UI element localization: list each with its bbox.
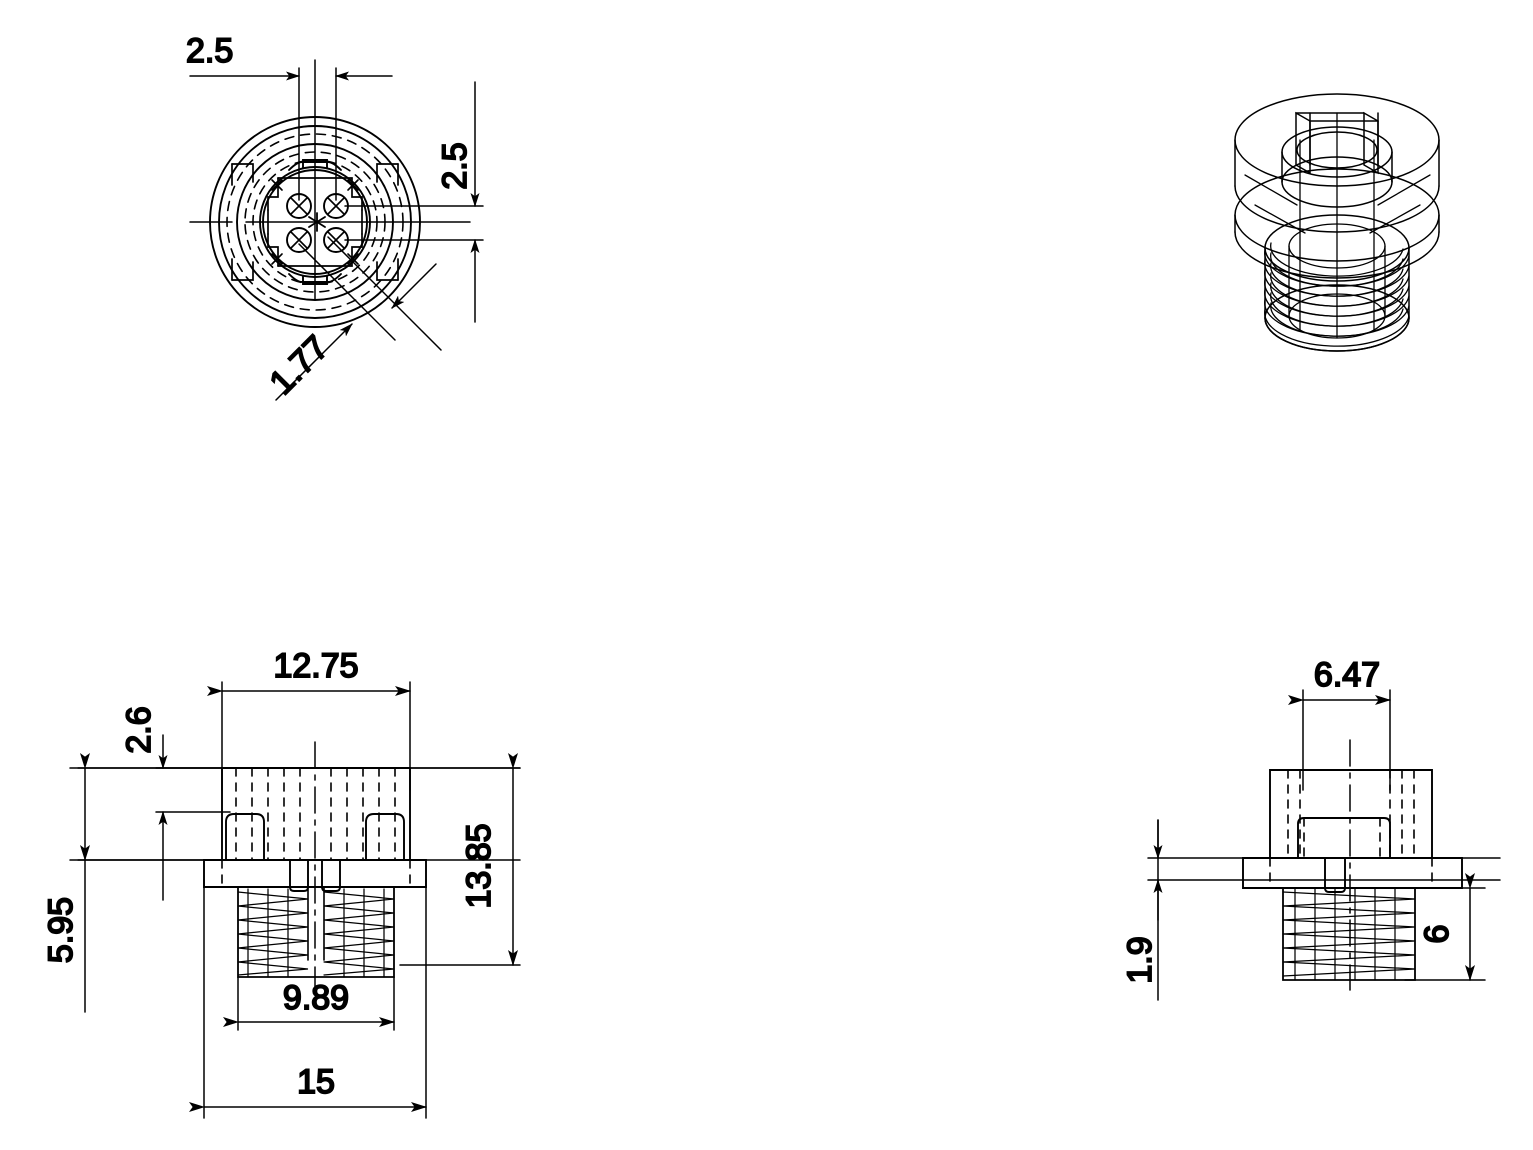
dim-body-depth-label: 6.47 (1314, 656, 1380, 694)
dim-body-depth (1288, 689, 1391, 791)
dim-flange-width-label: 15 (297, 1063, 335, 1101)
end-view-flange-hidden (1242, 857, 1463, 889)
dim-thread-diameter (223, 976, 395, 1031)
front-view-outer-circles (209, 116, 421, 328)
side-view: 12.75 2.6 5.95 13.85 9 (41, 646, 521, 1119)
end-view-step-hidden (1303, 817, 1381, 859)
side-view-shoulder-tabs (225, 813, 405, 861)
dim-pin-pitch-vertical-label: 2.5 (436, 142, 474, 189)
end-view: 6.47 1.9 6 (1120, 655, 1501, 1001)
dim-pin-diameter-label: 1.77 (262, 328, 336, 402)
dim-overall-height (399, 753, 521, 966)
end-view-step (1297, 817, 1391, 859)
dim-total-height-left (77, 753, 231, 1013)
dim-flange-offset-label: 2.6 (120, 706, 158, 753)
side-view-body-hidden-lines (221, 767, 411, 861)
dim-total-height-left-label: 5.95 (42, 897, 80, 963)
end-view-datum-axes (1147, 857, 1501, 881)
dim-flange-width (189, 879, 427, 1119)
iso-thread-helix (1264, 242, 1410, 347)
dim-pin-pitch-vertical (344, 81, 484, 323)
dim-pin-pitch-horizontal (189, 67, 393, 201)
end-view-body-hidden (1269, 769, 1433, 859)
front-view-corner-marks (271, 179, 359, 265)
side-view-datum-axes (69, 767, 521, 861)
side-view-thread-bore (307, 886, 325, 961)
dim-thread-length-label: 6 (1418, 925, 1456, 944)
dim-pin-diameter (275, 236, 442, 401)
side-view-thread-helix (237, 888, 395, 978)
iso-key-tabs (1295, 111, 1379, 175)
dim-thread-length (1404, 873, 1486, 981)
dim-pin-pitch-horizontal-label: 2.5 (186, 32, 233, 70)
iso-internal-bore (1244, 112, 1431, 339)
end-view-flange (1242, 857, 1463, 893)
front-view-center-datum-icon (308, 212, 326, 232)
dim-body-width-label: 12.75 (273, 647, 358, 685)
front-view: 2.5 2.5 1.77 (185, 31, 484, 403)
front-view-insulator (267, 177, 363, 267)
dim-overall-height-label: 13.85 (460, 823, 498, 908)
front-view-key-slots (231, 163, 399, 281)
dim-flange-offset (155, 734, 231, 901)
pin-bottom-left (286, 227, 312, 253)
dim-flange-thickness-label: 1.9 (1121, 936, 1159, 983)
end-view-thread-helix (1282, 888, 1416, 981)
iso-view (1234, 93, 1440, 352)
dim-thread-diameter-label: 9.89 (283, 979, 349, 1017)
end-view-body (1269, 769, 1433, 859)
dim-body-width (207, 681, 411, 791)
